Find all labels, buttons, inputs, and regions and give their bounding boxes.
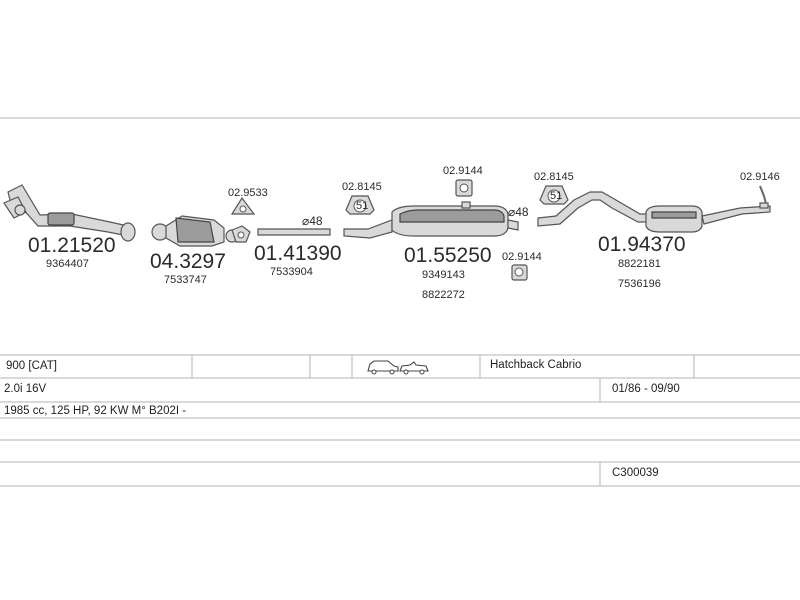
part-code[interactable]: 01.21520 bbox=[28, 234, 116, 257]
part-ref: 7536196 bbox=[618, 278, 661, 290]
part-ref: 8822181 bbox=[618, 258, 661, 270]
vehicle-engine: 2.0i 16V bbox=[4, 383, 47, 395]
part-code[interactable]: 01.55250 bbox=[404, 244, 492, 267]
accessory-code[interactable]: 02.8145 bbox=[342, 181, 382, 193]
part-ref: 9364407 bbox=[46, 258, 89, 270]
accessory-clamp-8145-b[interactable] bbox=[539, 185, 569, 205]
accessory-mount-9144-a[interactable] bbox=[455, 179, 473, 197]
clamp-size-label: 51 bbox=[356, 200, 368, 212]
accessory-code[interactable]: 02.9146 bbox=[740, 171, 780, 183]
part-centre-silencer[interactable] bbox=[343, 201, 519, 239]
accessory-gasket-ring[interactable] bbox=[231, 225, 251, 243]
accessory-gasket-9533[interactable] bbox=[230, 196, 256, 215]
accessory-clamp-8145-a[interactable] bbox=[345, 195, 375, 215]
accessory-code[interactable]: 02.8145 bbox=[534, 171, 574, 183]
part-catalytic-converter[interactable] bbox=[151, 215, 239, 247]
clamp-size-label: 51 bbox=[550, 190, 562, 202]
part-ref: 7533747 bbox=[164, 274, 207, 286]
diameter-label: ⌀48 bbox=[508, 205, 529, 219]
vehicle-years: 01/86 - 09/90 bbox=[612, 383, 680, 395]
accessory-mount-9144-b[interactable] bbox=[511, 264, 528, 281]
part-ref: 7533904 bbox=[270, 266, 313, 278]
diameter-label: ⌀48 bbox=[302, 214, 323, 228]
part-ref: 8822272 bbox=[422, 289, 465, 301]
part-code[interactable]: 01.94370 bbox=[598, 233, 686, 256]
accessory-hanger-9146[interactable] bbox=[759, 185, 769, 209]
vehicle-model: 900 [CAT] bbox=[6, 360, 57, 372]
part-front-pipe[interactable] bbox=[3, 184, 136, 242]
car-cabrio-icon bbox=[399, 361, 429, 375]
vehicle-specs: 1985 cc, 125 HP, 92 KW M° B202I - bbox=[4, 405, 186, 417]
car-hatchback-icon bbox=[367, 360, 399, 375]
part-code[interactable]: 04.3297 bbox=[150, 250, 226, 273]
vehicle-body: Hatchback Cabrio bbox=[490, 359, 581, 371]
part-ref: 9349143 bbox=[422, 269, 465, 281]
part-code[interactable]: 01.41390 bbox=[254, 242, 342, 265]
catalog-number: C300039 bbox=[612, 467, 659, 479]
accessory-code[interactable]: 02.9144 bbox=[443, 165, 483, 177]
part-rear-silencer[interactable] bbox=[537, 191, 771, 233]
vehicle-info-table bbox=[0, 354, 800, 487]
accessory-code[interactable]: 02.9533 bbox=[228, 187, 268, 199]
accessory-code[interactable]: 02.9144 bbox=[502, 251, 542, 263]
part-intermediate-pipe[interactable] bbox=[257, 228, 331, 236]
